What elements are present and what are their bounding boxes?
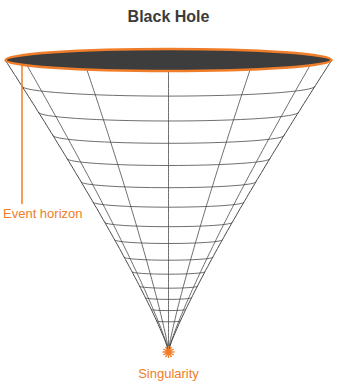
- singularity-dot: [166, 349, 172, 355]
- event-horizon-label: Event horizon: [3, 206, 83, 221]
- grid-line: [169, 60, 332, 350]
- grid-line: [105, 222, 232, 226]
- diagram-title: Black Hole: [128, 8, 210, 26]
- grid-line: [39, 112, 299, 121]
- singularity-burst: [163, 346, 175, 358]
- grid-line: [115, 240, 223, 244]
- grid-line: [5, 60, 168, 350]
- grid-line: [53, 135, 284, 143]
- grid-line: [124, 257, 213, 260]
- grid-line: [87, 70, 169, 350]
- grid-line: [157, 321, 181, 323]
- singularity-label: Singularity: [138, 366, 199, 381]
- grid-line: [151, 309, 186, 310]
- grid-line: [67, 159, 270, 166]
- grid-line: [81, 182, 256, 188]
- grid-line: [168, 71, 169, 350]
- grid-line: [146, 298, 192, 300]
- grid-line: [140, 286, 198, 288]
- grid-line: [169, 66, 310, 350]
- event-horizon-ellipse: [6, 49, 332, 71]
- funnel-grid: [5, 60, 332, 350]
- grid-line: [93, 202, 244, 207]
- leader-line: [21, 66, 23, 204]
- grid-line: [22, 86, 315, 96]
- grid-line: [169, 70, 250, 350]
- grid-line: [132, 272, 205, 275]
